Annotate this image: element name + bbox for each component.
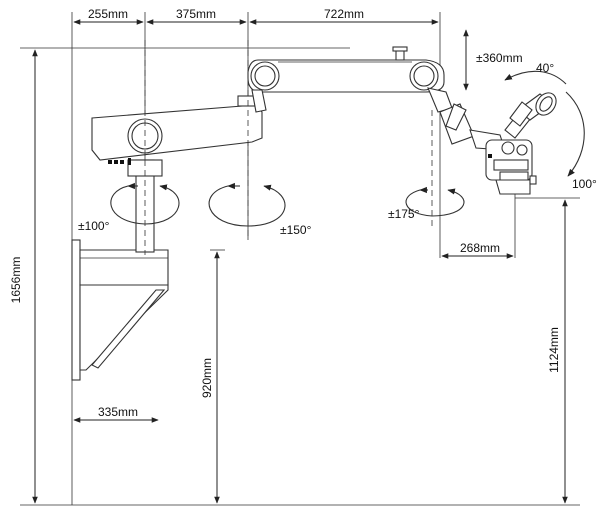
dim-label-920: 920mm — [200, 358, 214, 398]
rotation-axes — [144, 40, 433, 255]
tilt-arcs: 40° 100° — [504, 61, 597, 191]
head-rotation-arrow: ±175° — [388, 186, 465, 221]
upper-arm — [247, 46, 445, 113]
dim-label-255: 255mm — [88, 7, 128, 21]
dim-label-375: 375mm — [176, 7, 216, 21]
microscope-head — [427, 87, 557, 195]
top-dimension-255: 255mm — [73, 7, 144, 25]
main-arm — [91, 95, 263, 165]
vertical-travel-dimension: ±360mm — [463, 29, 523, 91]
total-height-dimension: 1656mm — [9, 49, 38, 504]
dim-label-360: ±360mm — [476, 51, 523, 65]
wall-depth-dimension: 335mm — [73, 405, 159, 423]
arm-rotation-arrow: ±150° — [208, 182, 312, 237]
dim-label-1124: 1124mm — [547, 327, 561, 373]
wall-mount-bracket — [71, 239, 169, 381]
dim-label-722: 722mm — [324, 7, 364, 21]
top-dimension-722: 722mm — [249, 7, 439, 25]
dim-label-1656: 1656mm — [9, 257, 23, 304]
angle-label-100-tilt: 100° — [572, 177, 597, 191]
dim-label-335: 335mm — [98, 405, 138, 419]
angle-label-40: 40° — [536, 61, 554, 75]
angle-label-175: ±175° — [388, 207, 420, 221]
angle-label-100: ±100° — [78, 219, 110, 233]
arm-height-dimension: 920mm — [200, 251, 220, 504]
column-rotation-arrow: ±100° — [78, 182, 180, 233]
head-reach-dimension: 268mm — [441, 241, 514, 259]
top-dimension-375: 375mm — [146, 7, 247, 25]
floor-height-dimension: 1124mm — [547, 199, 568, 504]
angle-label-150: ±150° — [280, 223, 312, 237]
dim-label-268: 268mm — [460, 241, 500, 255]
arm-label-marks — [108, 158, 131, 165]
